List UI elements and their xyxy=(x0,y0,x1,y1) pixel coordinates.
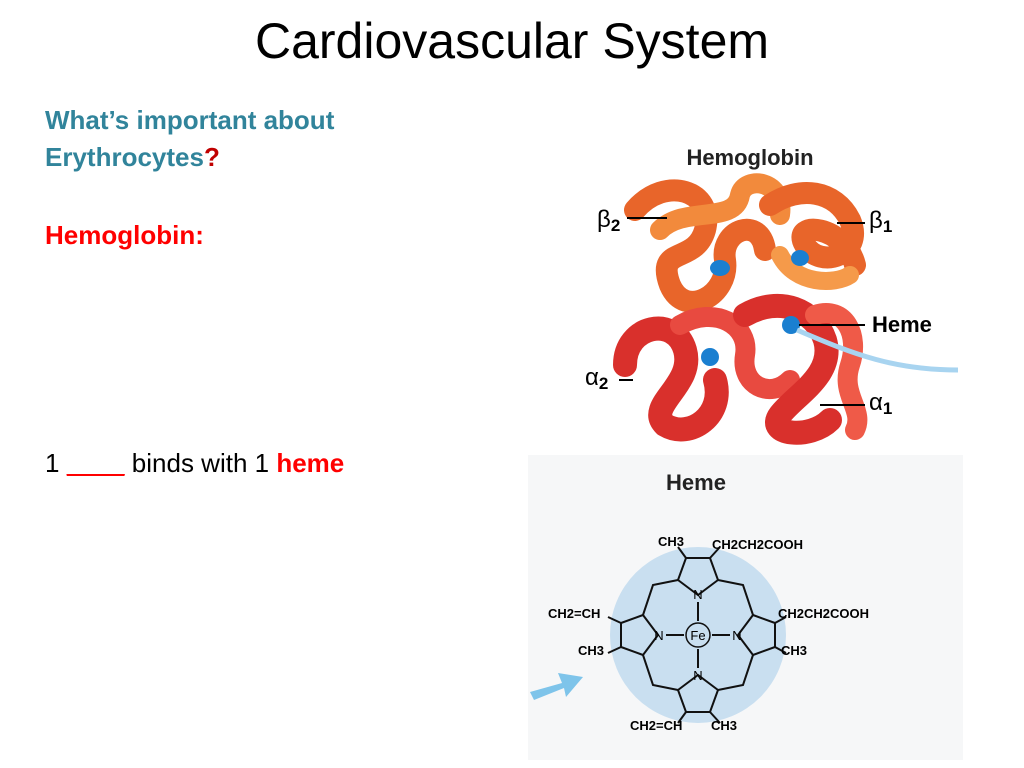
heme-structure-diagram: Heme xyxy=(528,455,963,760)
subheading-line1: What’s important about xyxy=(45,105,335,135)
binds-middle: binds with 1 xyxy=(131,448,270,478)
substituent-right-lower: CH3 xyxy=(781,643,807,658)
binds-statement: 1 ____ binds with 1 heme xyxy=(45,448,344,479)
heme-figure-title: Heme xyxy=(666,470,726,495)
subheading: What’s important about Erythrocytes? xyxy=(45,102,425,176)
beta-chains xyxy=(624,173,866,313)
fe-label: Fe xyxy=(690,628,705,643)
n-bottom-label: N xyxy=(693,668,702,683)
heme-word: heme xyxy=(276,448,345,478)
substituent-top-left: CH3 xyxy=(658,534,684,549)
hemoglobin-label: Hemoglobin: xyxy=(45,220,204,250)
heme-label: Heme xyxy=(872,312,932,337)
heme-group-alpha2 xyxy=(701,348,719,366)
substituent-bottom-left: CH2=CH xyxy=(630,718,682,733)
beta1-label: β1 xyxy=(869,207,892,236)
n-left-label: N xyxy=(654,628,663,643)
heme-group-alpha1 xyxy=(782,316,800,334)
substituent-top-right: CH2CH2COOH xyxy=(712,537,803,552)
substituent-right: CH2CH2COOH xyxy=(778,606,869,621)
substituent-bottom-right: CH3 xyxy=(711,718,737,733)
subheading-question-mark: ? xyxy=(203,142,220,172)
alpha1-label: α1 xyxy=(869,389,892,418)
hemoglobin-figure: Hemoglobin β2 β1 Heme α2 xyxy=(565,135,960,450)
iron-atom xyxy=(685,622,711,648)
subheading-line2: Erythrocytes xyxy=(45,142,204,172)
hemoglobin-illustration: Hemoglobin β2 β1 Heme α2 xyxy=(565,135,960,450)
alpha-chains xyxy=(613,294,868,445)
heme-group-beta2 xyxy=(710,260,730,276)
n-right-label: N xyxy=(732,628,741,643)
substituent-left: CH2=CH xyxy=(548,606,600,621)
porphyrin-ring xyxy=(607,546,787,724)
heme-pointer-band xyxy=(796,327,959,373)
fill-in-blank: ____ xyxy=(66,448,125,478)
substituent-left-lower: CH3 xyxy=(578,643,604,658)
alpha2-label: α2 xyxy=(585,364,608,393)
n-top-label: N xyxy=(693,587,702,602)
hemoglobin-figure-title: Hemoglobin xyxy=(686,145,813,170)
slide-title: Cardiovascular System xyxy=(254,13,770,69)
heme-figure: Heme xyxy=(528,455,963,760)
heme-group-beta1 xyxy=(791,250,809,266)
arrow-icon xyxy=(530,673,583,700)
binds-prefix: 1 xyxy=(45,448,60,478)
beta2-label: β2 xyxy=(597,206,620,235)
